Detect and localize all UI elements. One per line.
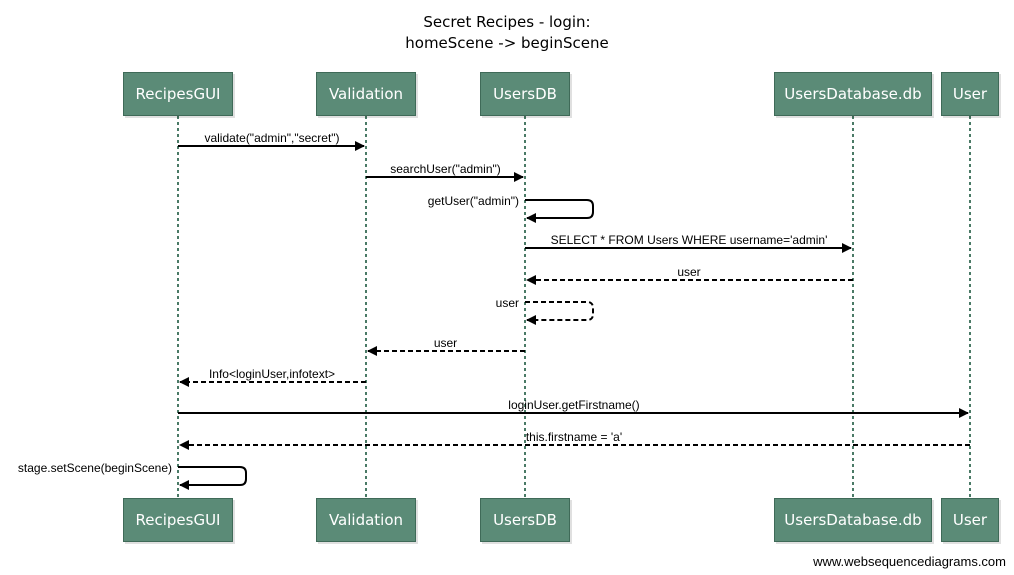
message-label: validate("admin","secret"): [204, 131, 339, 145]
message-label: loginUser.getFirstname(): [508, 398, 639, 412]
actor-label: UsersDB: [493, 511, 557, 529]
message-5: user: [526, 265, 853, 285]
actor-label: RecipesGUI: [135, 85, 221, 103]
message-label: searchUser("admin"): [390, 162, 501, 176]
message-label: user: [677, 265, 700, 279]
lifelines: [177, 116, 971, 498]
message-6: user: [496, 296, 594, 325]
footer-credit: www.websequencediagrams.com: [813, 554, 1006, 569]
message-4: SELECT * FROM Users WHERE username='admi…: [525, 233, 852, 253]
actor-label: UsersDatabase.db: [784, 85, 922, 103]
actor-label: User: [952, 511, 988, 529]
actor-bottom-user: User: [941, 498, 999, 542]
actor-label: User: [952, 85, 988, 103]
actor-label: Validation: [328, 85, 404, 103]
self-message-arrow: [525, 301, 594, 325]
actor-top-user: User: [941, 72, 999, 116]
actor-top-recipesgui: RecipesGUI: [123, 72, 233, 116]
message-1: validate("admin","secret"): [178, 131, 365, 151]
messages: validate("admin","secret") searchUser("ad…: [18, 131, 970, 490]
actor-label: RecipesGUI: [135, 511, 221, 529]
actor-top-usersdatabase-db: UsersDatabase.db: [774, 72, 932, 116]
actor-top-validation: Validation: [316, 72, 416, 116]
message-label: Info<loginUser,infotext>: [209, 367, 335, 381]
actor-bottom-usersdb: UsersDB: [480, 498, 570, 542]
message-7: user: [367, 336, 525, 356]
actor-bottom-recipesgui: RecipesGUI: [123, 498, 233, 542]
message-10: this.firstname = 'a': [179, 430, 970, 450]
message-label: stage.setScene(beginScene): [18, 461, 172, 475]
self-message-arrow: [178, 466, 247, 490]
actor-label: UsersDB: [493, 85, 557, 103]
message-label: this.firstname = 'a': [526, 430, 622, 444]
actor-top-usersdb: UsersDB: [480, 72, 570, 116]
actor-bottom-usersdatabase-db: UsersDatabase.db: [774, 498, 932, 542]
message-3: getUser("admin"): [428, 194, 594, 223]
message-9: loginUser.getFirstname(): [178, 398, 969, 418]
message-11: stage.setScene(beginScene): [18, 461, 247, 490]
actor-label: Validation: [328, 511, 404, 529]
title-line-1: Secret Recipes - login:: [423, 13, 591, 31]
actor-bottom-validation: Validation: [316, 498, 416, 542]
message-label: user: [496, 296, 519, 310]
message-2: searchUser("admin"): [366, 162, 524, 182]
title-line-2: homeScene -> beginScene: [405, 34, 609, 52]
self-message-arrow: [525, 199, 594, 223]
message-label: getUser("admin"): [428, 194, 519, 208]
diagram-title: Secret Recipes - login: homeScene -> beg…: [0, 12, 1014, 54]
message-label: user: [434, 336, 457, 350]
message-label: SELECT * FROM Users WHERE username='admi…: [551, 233, 828, 247]
actor-label: UsersDatabase.db: [784, 511, 922, 529]
message-8: Info<loginUser,infotext>: [179, 367, 366, 387]
